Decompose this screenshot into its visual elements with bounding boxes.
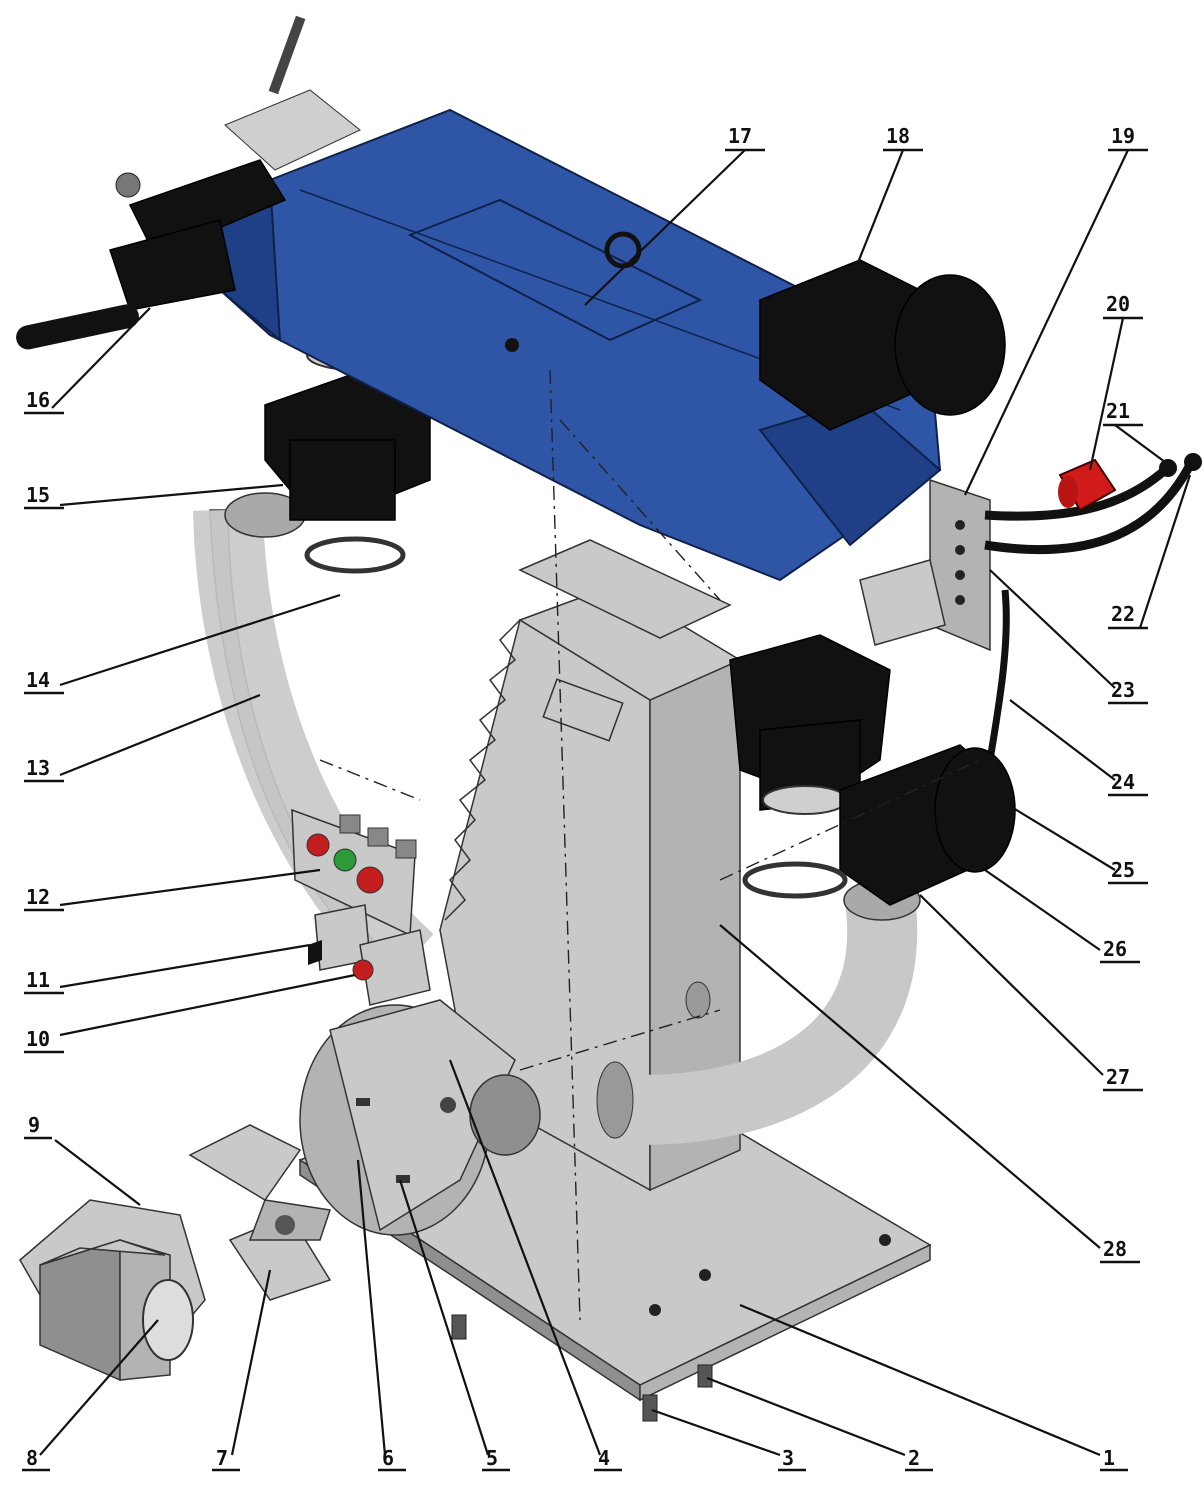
callouts: 1 2 3 4 5 6 7 8 9 10 [22,124,1192,1472]
power-cable-c [986,589,1010,761]
callout-3: 3 [782,1446,794,1470]
lower-motor-assembly [729,634,1016,906]
main-drive-motor [759,259,1006,431]
contactor-block [859,559,946,646]
callout-1: 1 [1103,1446,1115,1470]
callout-2: 2 [908,1446,920,1470]
callout-18: 18 [886,124,910,148]
power-cable-a [984,466,1168,521]
callout-21: 21 [1106,399,1130,423]
callout-17: 17 [728,124,752,148]
callout-16: 16 [26,388,50,412]
blower-housing [299,999,541,1236]
callout-20: 20 [1106,292,1130,316]
callout-13: 13 [26,756,50,780]
callout-7: 7 [216,1446,228,1470]
power-cable-b [984,462,1194,555]
callout-6: 6 [382,1446,394,1470]
callout-23: 23 [1111,678,1135,702]
hose-clamp-ring [304,536,406,574]
callout-27: 27 [1106,1065,1130,1089]
callout-4: 4 [598,1446,610,1470]
callout-22: 22 [1111,602,1135,626]
callout-10: 10 [26,1027,50,1051]
callout-11: 11 [26,968,50,992]
callout-14: 14 [26,668,50,692]
red-power-plug [1058,458,1117,512]
callout-25: 25 [1111,858,1135,882]
mounting-plate [518,539,732,639]
control-panel [291,808,417,937]
callout-24: 24 [1111,770,1135,794]
leveling-feet [451,1314,713,1422]
switch-boxes [308,904,431,1006]
callout-15: 15 [26,483,50,507]
duct-hose-right [639,895,918,1145]
fan-motor [19,1199,206,1382]
lower-hose-clamp [742,861,848,899]
callout-26: 26 [1103,937,1127,961]
callout-5: 5 [486,1446,498,1470]
callout-12: 12 [26,885,50,909]
callout-9: 9 [28,1113,40,1137]
duct-hose-right-clamp [596,1061,634,1139]
fan-impeller [188,1124,332,1301]
belt-grinder-housing [213,108,942,582]
callout-8: 8 [26,1446,38,1470]
callout-19: 19 [1111,124,1135,148]
callout-28: 28 [1103,1237,1127,1261]
work-rest-assembly [16,15,361,350]
